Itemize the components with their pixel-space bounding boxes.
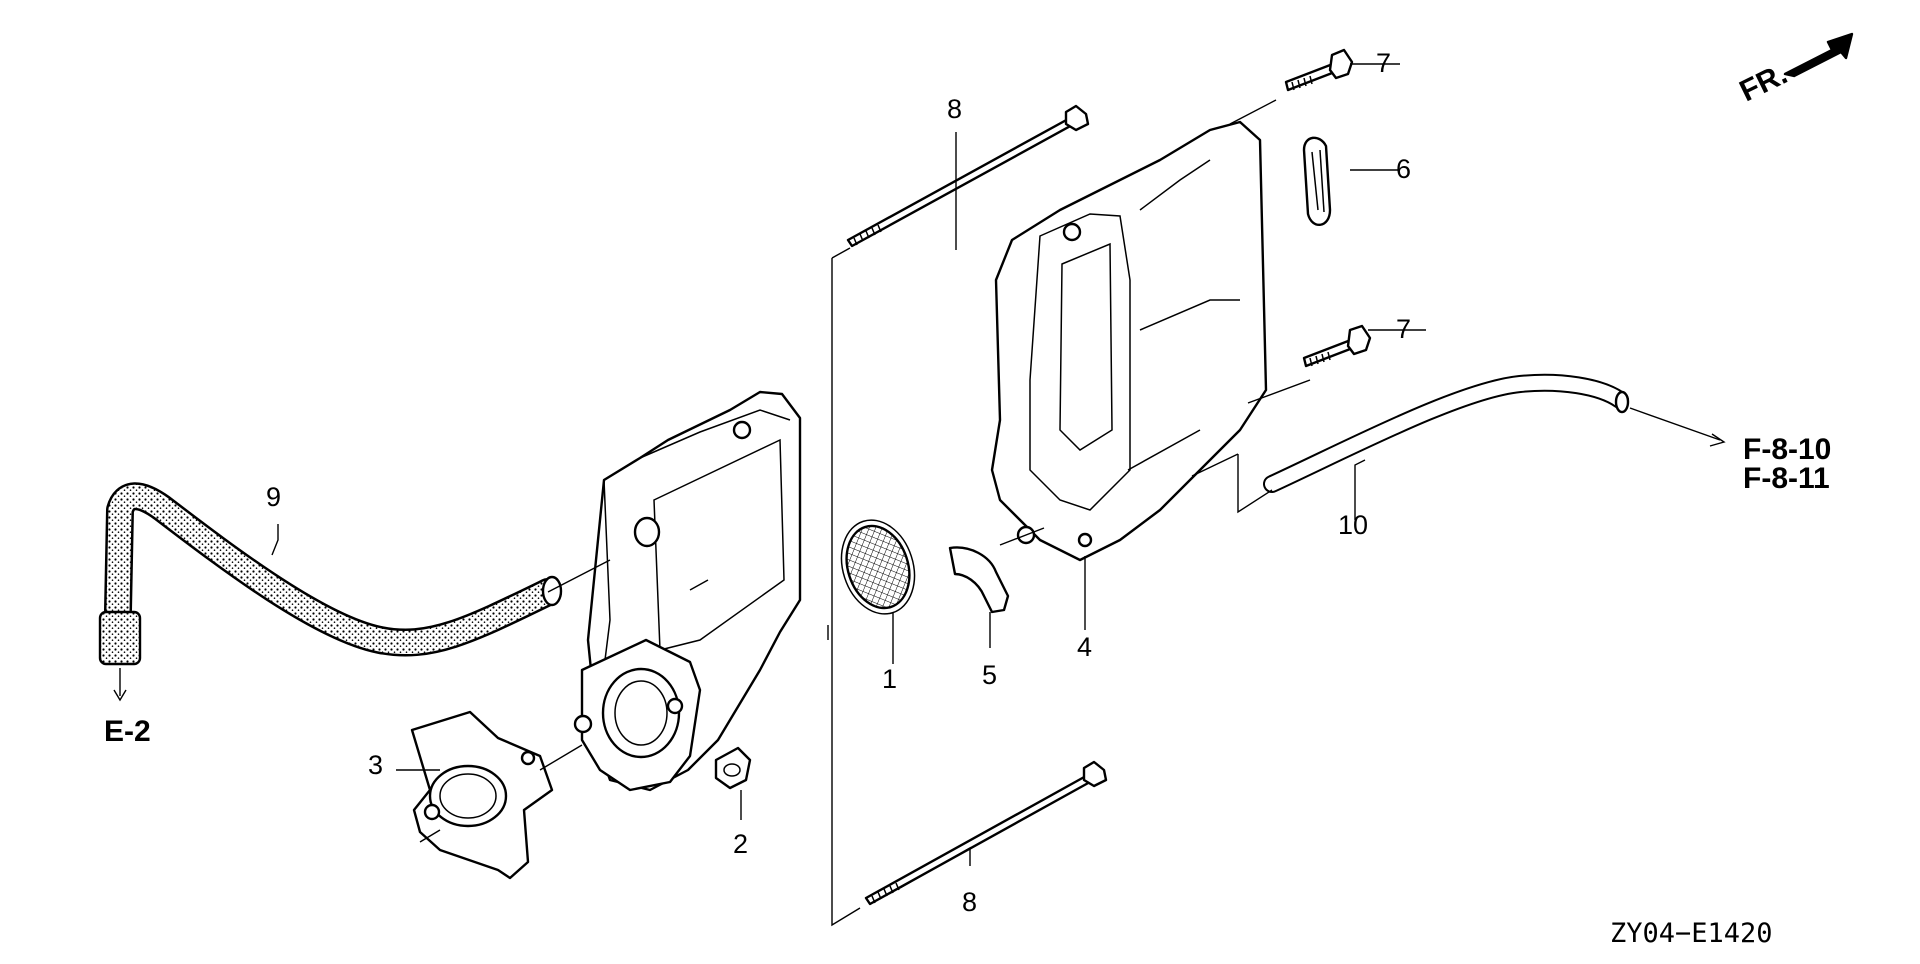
gasket: [410, 710, 554, 880]
breather-hose: [98, 482, 563, 666]
callout-7-middle: 7: [1396, 314, 1411, 344]
reference-e-2: E-2: [104, 715, 151, 748]
callout-labels: 1 2 3 4 5 6 7 7 8 8 9 10: [266, 48, 1411, 917]
front-direction-indicator: FR.: [1735, 32, 1854, 108]
vent-tube: [1263, 373, 1630, 493]
drain-tube: [714, 746, 752, 790]
callout-8-bottom: 8: [962, 887, 977, 917]
callout-6: 6: [1396, 154, 1411, 184]
figure-code: ZY04−E1420: [1610, 918, 1773, 949]
grommet: [1302, 136, 1332, 226]
cross-references: E-2 F-8-10 F-8-11: [104, 433, 1831, 748]
callout-3: 3: [368, 750, 383, 780]
air-cleaner-case: [573, 390, 802, 792]
callout-5: 5: [982, 660, 997, 690]
callout-2: 2: [733, 829, 748, 859]
callout-10: 10: [1338, 510, 1368, 540]
callout-9: 9: [266, 482, 281, 512]
air-cleaner-cover: [990, 120, 1268, 562]
reference-f-8-10: F-8-10: [1743, 433, 1831, 466]
leader-lines: [113, 63, 1726, 927]
flange-bolt-top: [1284, 48, 1354, 92]
callout-7-top: 7: [1376, 48, 1391, 78]
flange-bolt-middle: [1302, 324, 1372, 368]
direction-label: FR.: [1735, 57, 1793, 108]
reference-f-8-11: F-8-11: [1743, 462, 1830, 495]
callout-1: 1: [882, 664, 897, 694]
callout-4: 4: [1077, 632, 1092, 662]
air-cleaner-element: [840, 519, 916, 615]
long-bolt-bottom: [864, 760, 1108, 906]
callout-8-top: 8: [947, 94, 962, 124]
seal: [948, 546, 1010, 614]
long-bolt-top: [846, 104, 1090, 248]
